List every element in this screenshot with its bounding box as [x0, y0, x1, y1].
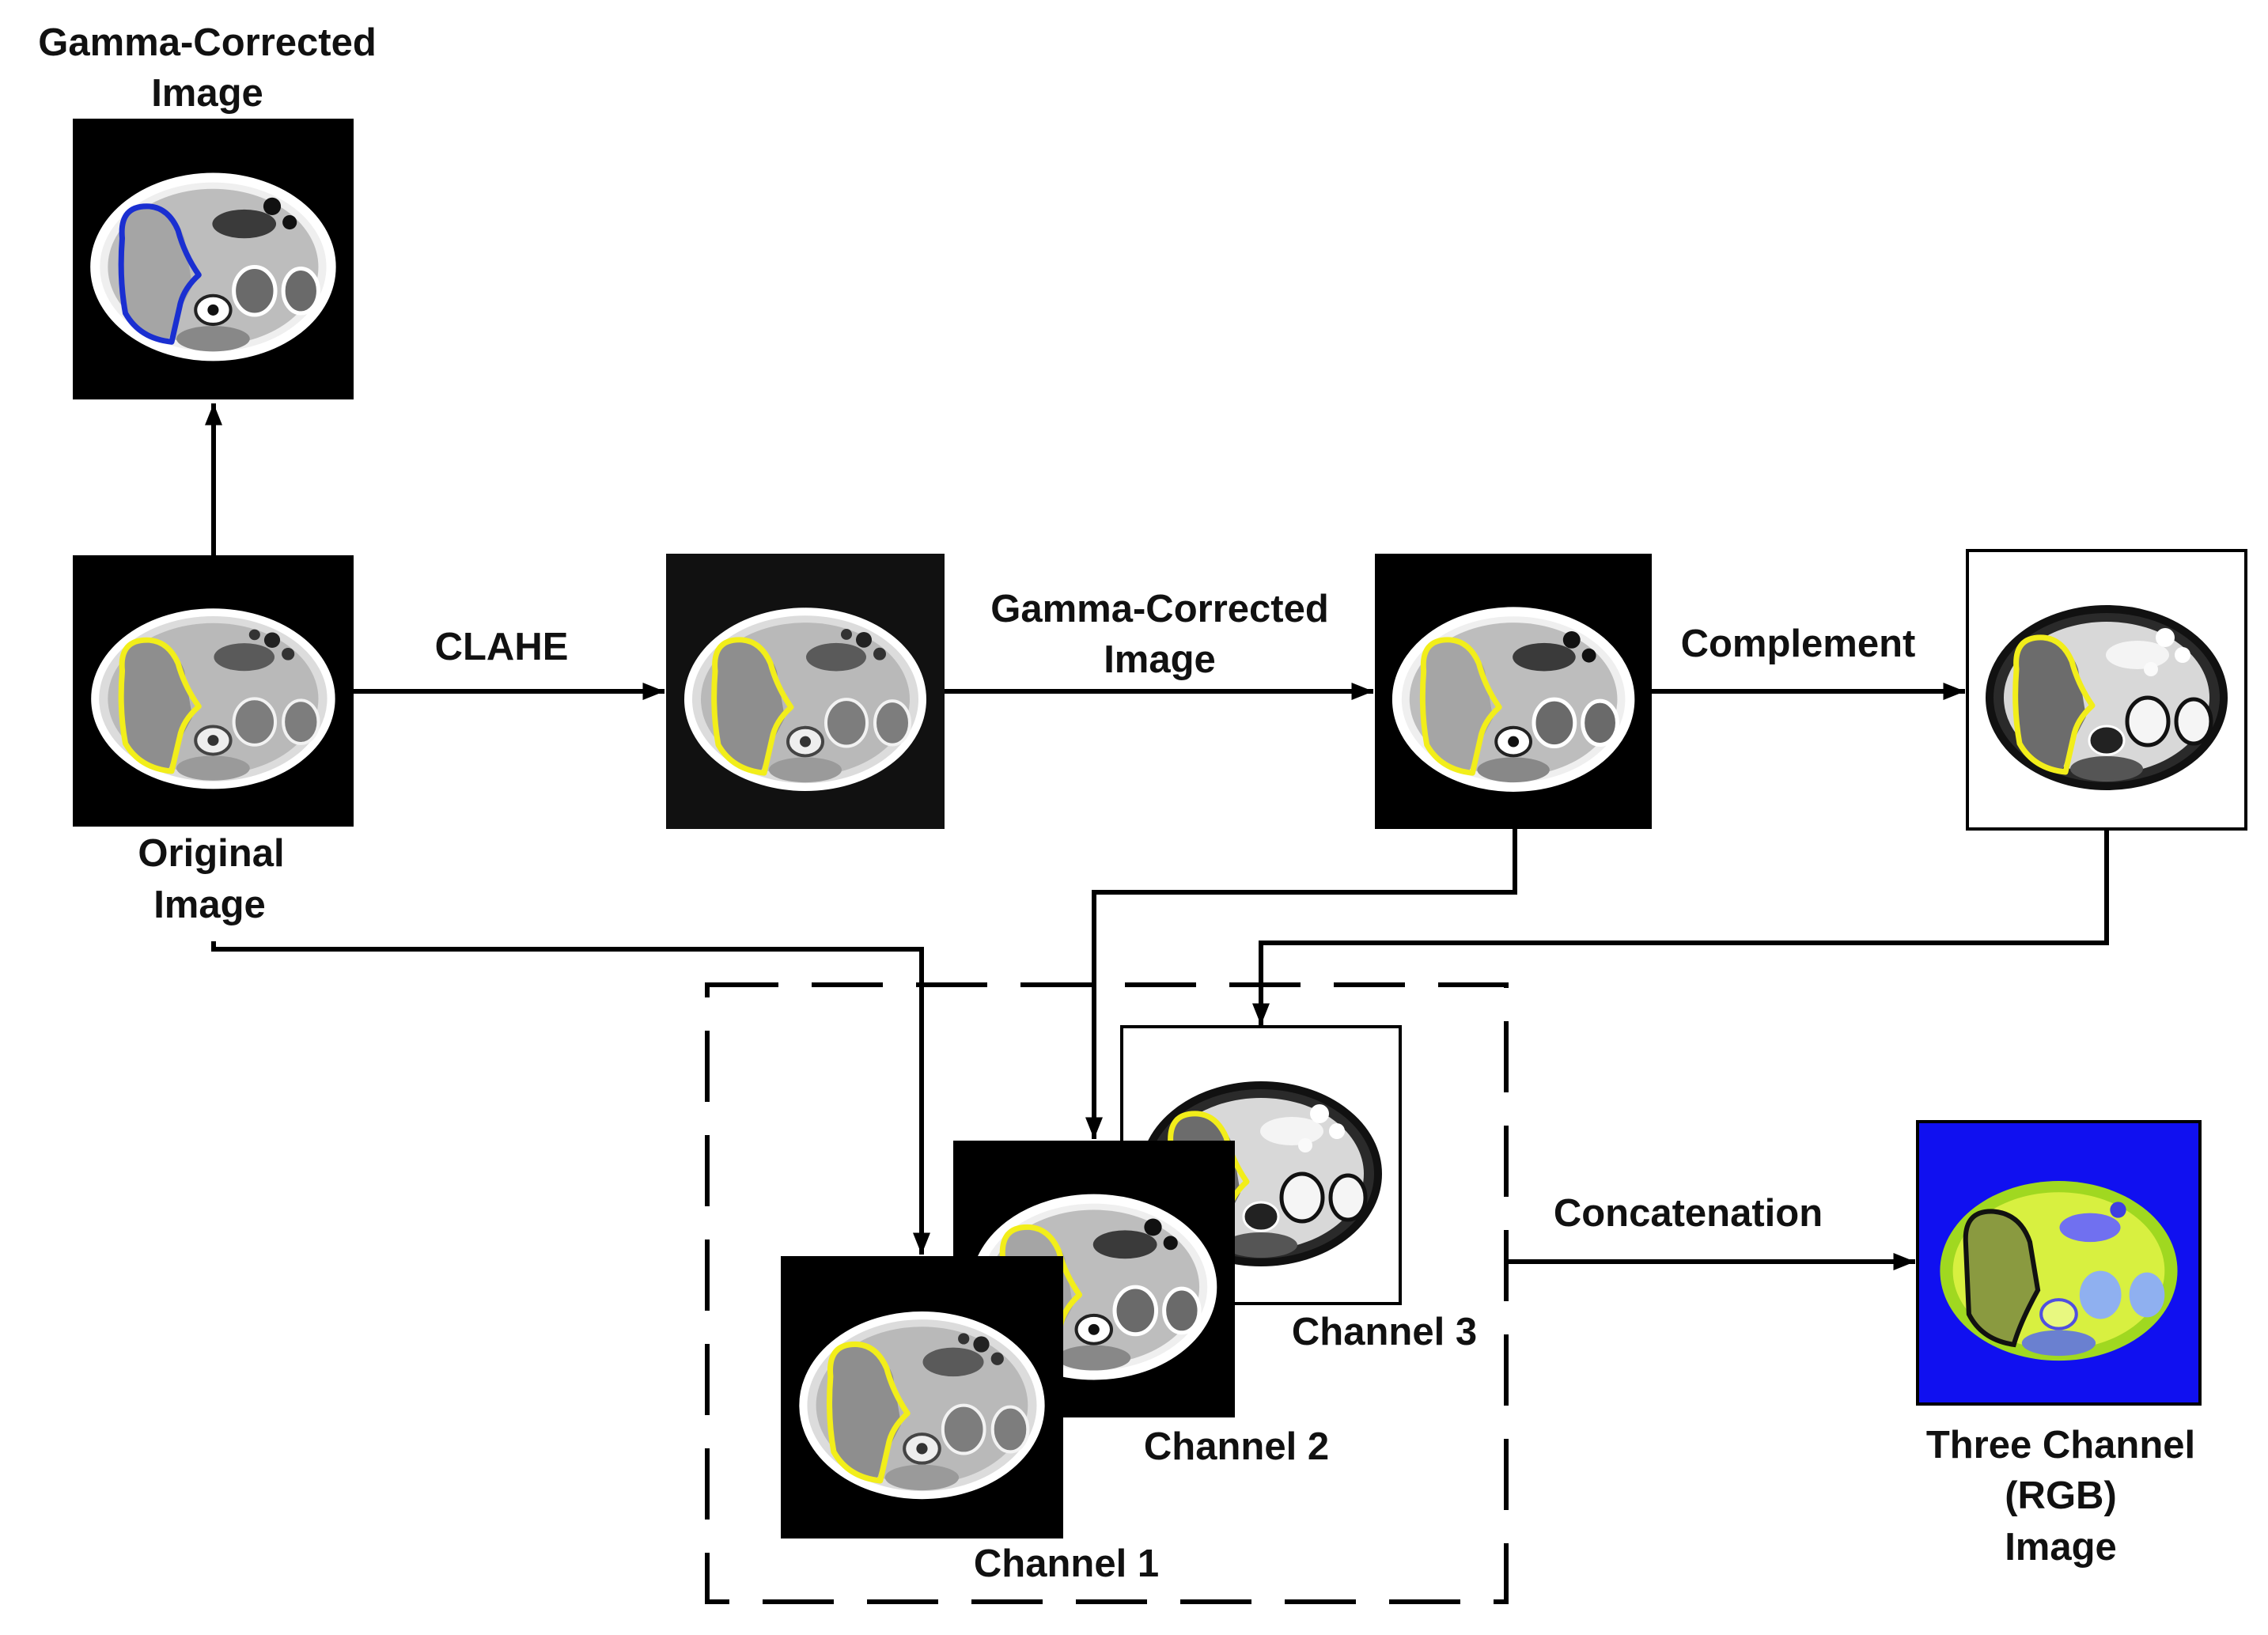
rgb-image — [1916, 1120, 2202, 1406]
label-original-line-1: Original — [138, 832, 284, 875]
arrow-original-to-channel-1 — [211, 941, 930, 1255]
arrow-complement-to-channel-3 — [1252, 829, 2109, 1025]
label-channel-3: Channel 3 — [1292, 1311, 1477, 1353]
label-concatenation: Concatenation — [1554, 1192, 1823, 1235]
channel-1-image — [781, 1256, 1063, 1538]
label-rgb-line-2: (RGB) — [2005, 1474, 2117, 1517]
label-channel-1: Channel 1 — [974, 1542, 1159, 1585]
label-clahe: CLAHE — [435, 626, 569, 668]
gamma-corrected-top-image — [73, 119, 354, 399]
label-channel-2: Channel 2 — [1144, 1425, 1329, 1468]
gamma-corrected-mid-image — [1375, 554, 1652, 829]
label-gamma-mid-line-1: Gamma-Corrected — [990, 588, 1329, 630]
channel-group-box — [705, 982, 1509, 1604]
label-gamma-top-line-2: Image — [151, 72, 263, 115]
label-gamma-top-line-1: Gamma-Corrected — [38, 21, 377, 64]
label-complement: Complement — [1681, 623, 1916, 665]
label-original-line-2: Image — [153, 884, 266, 926]
arrow-gamma-to-channel-2 — [1085, 829, 1517, 1139]
label-rgb-line-3: Image — [2005, 1526, 2117, 1569]
label-rgb-line-1: Three Channel — [1926, 1424, 2195, 1467]
original-image — [73, 555, 354, 827]
clahe-image — [666, 554, 945, 829]
complement-image — [1966, 549, 2247, 831]
label-gamma-mid-line-2: Image — [1104, 638, 1216, 681]
